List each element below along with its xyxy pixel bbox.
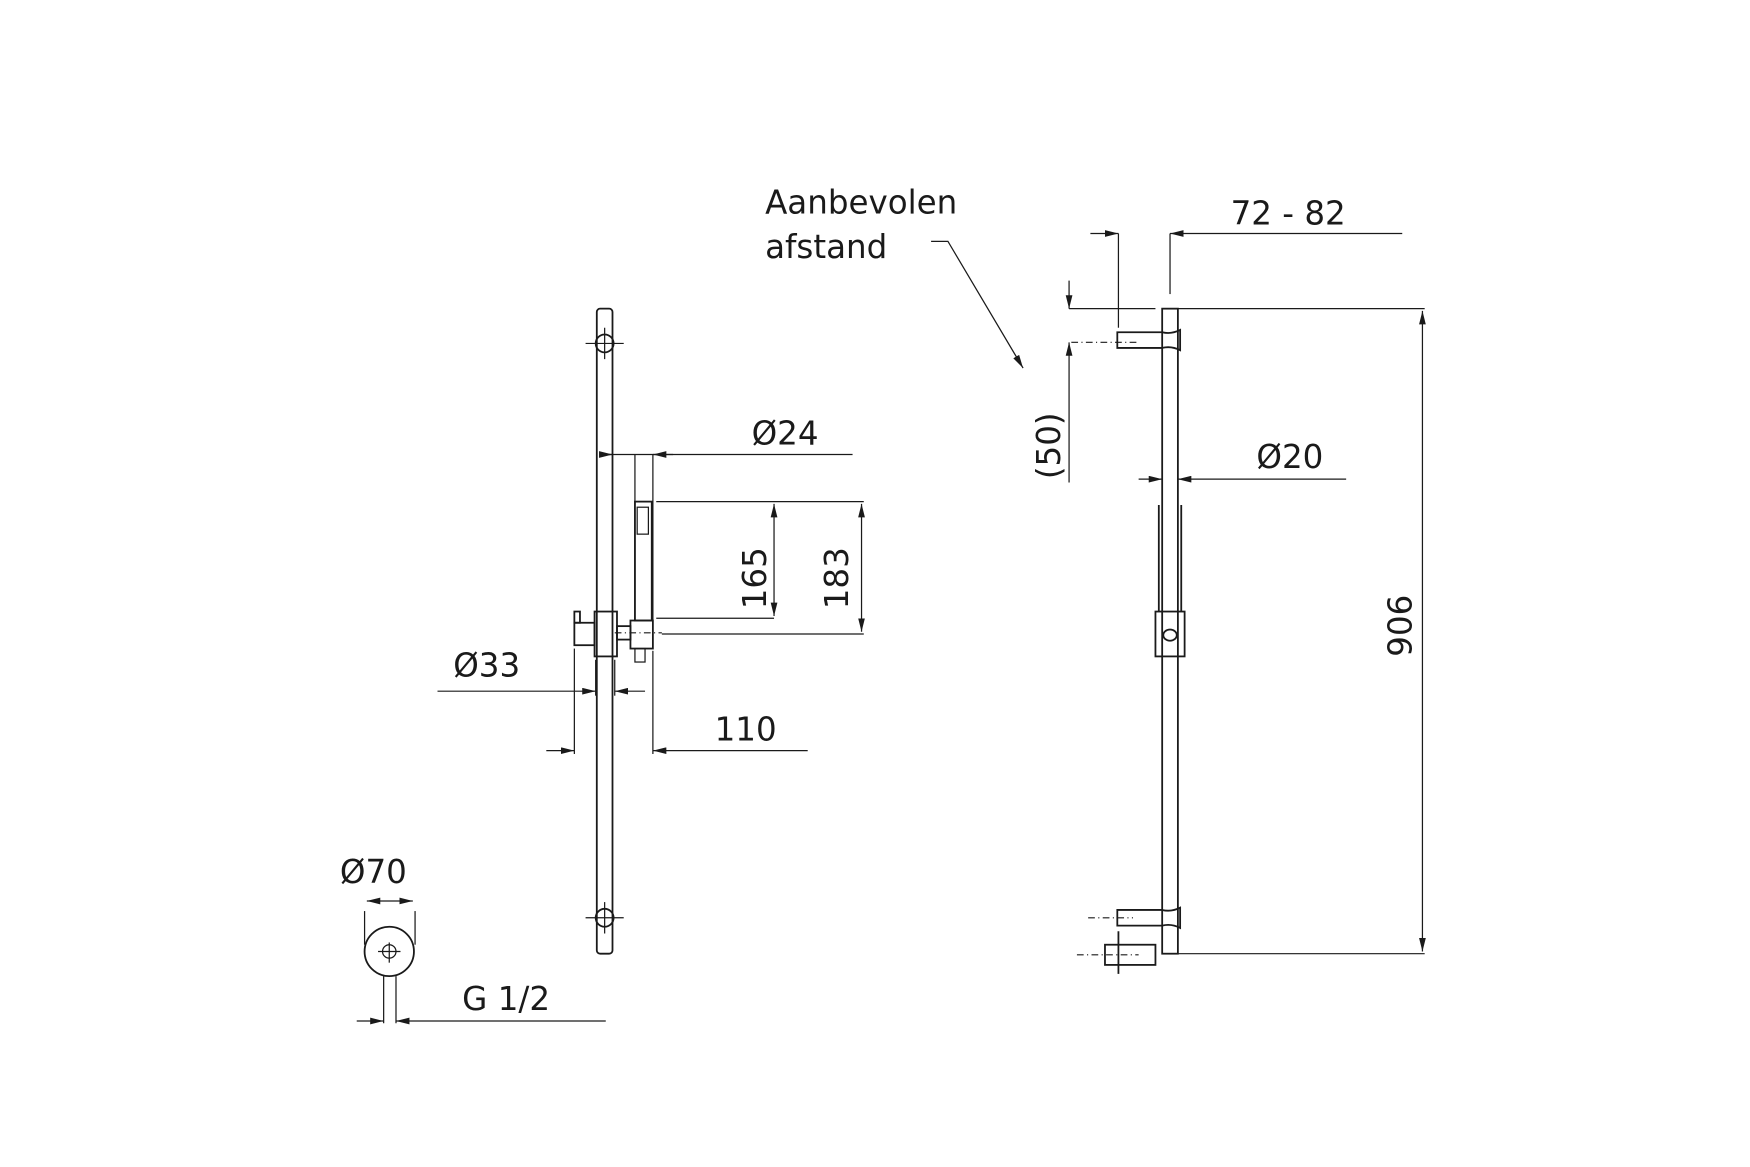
dim-wall-distance: 72 - 82 <box>1231 195 1346 233</box>
dim-bracket-offset: (50) <box>1030 412 1068 479</box>
slider <box>573 610 662 663</box>
dim-slider-diameter: Ø33 <box>453 647 520 685</box>
top-bracket <box>1071 328 1182 352</box>
dim-projection: 110 <box>715 711 777 749</box>
note-line2: afstand <box>765 228 887 266</box>
top-mount-icon <box>585 327 624 360</box>
dim-hand-shower-length: 165 <box>736 547 774 609</box>
bottom-mount-icon <box>585 902 624 934</box>
hand-shower <box>634 454 654 622</box>
side-rail <box>1161 307 1179 955</box>
dim-thread: G 1/2 <box>462 980 550 1018</box>
dim-hand-shower-diameter: Ø24 <box>752 414 819 452</box>
dim-hand-shower-total: 183 <box>818 547 856 609</box>
front-view: Ø24 165 183 Ø33 110 <box>437 307 865 955</box>
note-line1: Aanbevolen <box>765 183 957 221</box>
dim-rail-length: 906 <box>1380 595 1418 657</box>
bottom-bracket <box>1076 906 1182 974</box>
wall-outlet: Ø70 G 1/2 <box>340 853 606 1025</box>
dim-outlet-diameter: Ø70 <box>340 853 407 891</box>
side-view: Aanbevolen afstand 72 - 82 <box>765 183 1426 974</box>
dim-rail-diameter: Ø20 <box>1256 438 1323 476</box>
slide-rail <box>595 307 614 955</box>
hose-guide <box>1154 504 1186 658</box>
